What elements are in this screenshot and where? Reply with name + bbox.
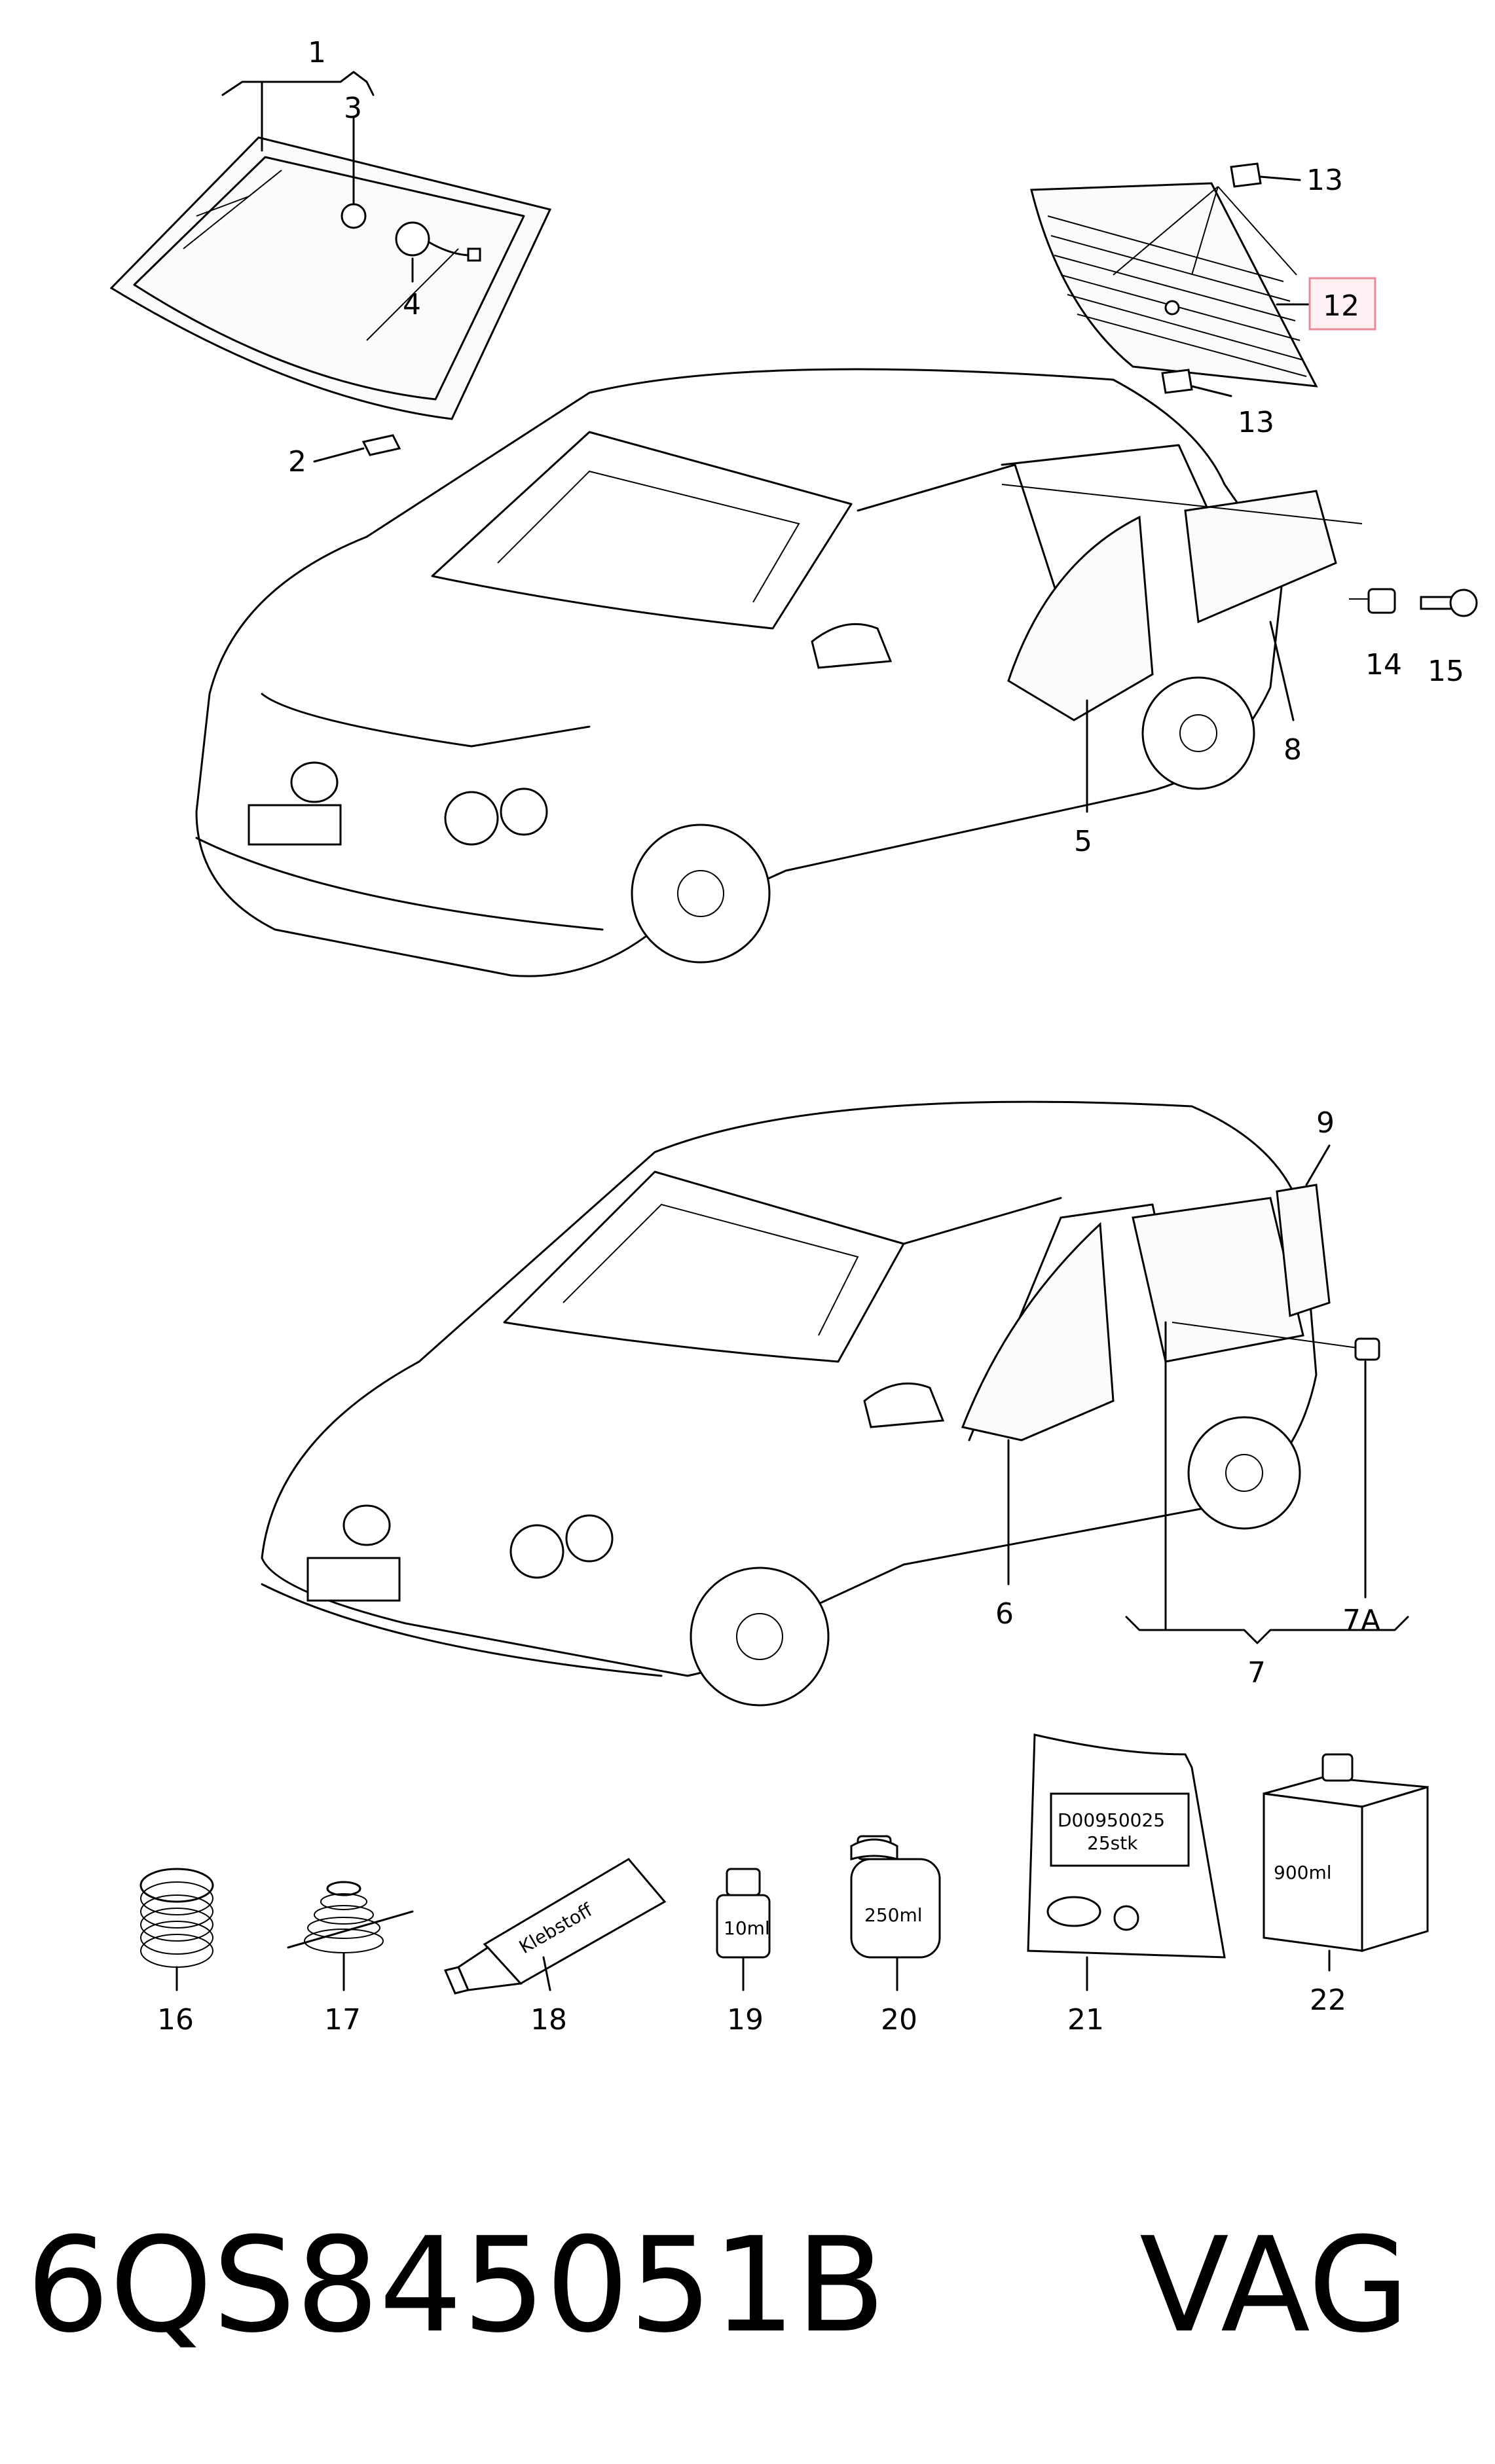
screw-part-15 (1420, 589, 1478, 617)
callout-14: 14 (1365, 648, 1402, 681)
callout-13-bottom: 13 (1238, 406, 1274, 439)
sealing-cord-part-16 (139, 1868, 214, 1991)
clip-part-2 (313, 434, 401, 463)
sealing-cord-part-17 (287, 1881, 414, 1991)
brand-name: VAG (1139, 2209, 1409, 2362)
callout-7: 7 (1247, 1656, 1266, 1690)
callout-20: 20 (881, 2003, 917, 2037)
part-number: 6QS845051B (26, 2209, 885, 2362)
car-side-view-2 (261, 1100, 1318, 1707)
quarter-window-part-9 (1276, 1184, 1331, 1318)
windscreen (109, 136, 552, 420)
bag-label-line2: 25stk (1087, 1832, 1138, 1854)
nut-part-14 (1349, 588, 1396, 614)
clip-part-13-top (1230, 162, 1262, 188)
callout-22: 22 (1310, 1984, 1346, 2017)
callout-5: 5 (1074, 825, 1092, 858)
callout-13-top: 13 (1306, 164, 1343, 197)
parts-bag-part-21: D00950025 25stk (1027, 1733, 1226, 1991)
callout-bracket-1 (221, 71, 375, 152)
cleaner-box-part-22: 900ml (1263, 1753, 1429, 1972)
bottle-small-label: 10ml (724, 1917, 770, 1939)
rear-window (1030, 182, 1318, 388)
car-top-view-1 (195, 368, 1285, 977)
callout-21: 21 (1067, 2003, 1104, 2037)
callout-17: 17 (324, 2003, 361, 2037)
callout-12-highlight (1308, 277, 1376, 331)
callout-1: 1 (308, 36, 326, 69)
callout-16: 16 (157, 2003, 194, 2037)
mirror-base-part-4 (395, 221, 481, 283)
bag-label-line1: D00950025 (1058, 1809, 1165, 1831)
callout-9: 9 (1316, 1106, 1335, 1140)
primer-bottle-part-19: 10ml (716, 1868, 771, 1991)
callout-6: 6 (995, 1597, 1014, 1631)
front-door-window-part-6 (961, 1222, 1115, 1441)
callout-7a: 7A (1342, 1604, 1380, 1637)
screw-part-7a (1354, 1337, 1380, 1361)
callout-15: 15 (1428, 655, 1464, 688)
can-label: 250ml (864, 1904, 923, 1926)
primer-can-part-20: 250ml (850, 1835, 941, 1991)
rear-quarter-window-part-8 (1184, 490, 1337, 624)
callout-3: 3 (344, 92, 362, 125)
clip-part-13-bottom (1161, 369, 1193, 394)
rear-door-window-part-7 (1132, 1197, 1304, 1363)
callout-12: 12 (1323, 289, 1359, 323)
callout-19: 19 (727, 2003, 764, 2037)
callout-18: 18 (530, 2003, 567, 2037)
callout-8: 8 (1283, 733, 1302, 767)
box-label: 900ml (1274, 1862, 1332, 1883)
callout-2: 2 (288, 445, 306, 479)
front-door-window-part-5 (1007, 515, 1154, 721)
adhesive-tube-part-18: Klebstoff (443, 1858, 667, 1995)
callout-bracket-7 (1125, 1321, 1409, 1644)
rain-sensor-part-3 (341, 117, 367, 229)
callout-4: 4 (403, 288, 421, 321)
